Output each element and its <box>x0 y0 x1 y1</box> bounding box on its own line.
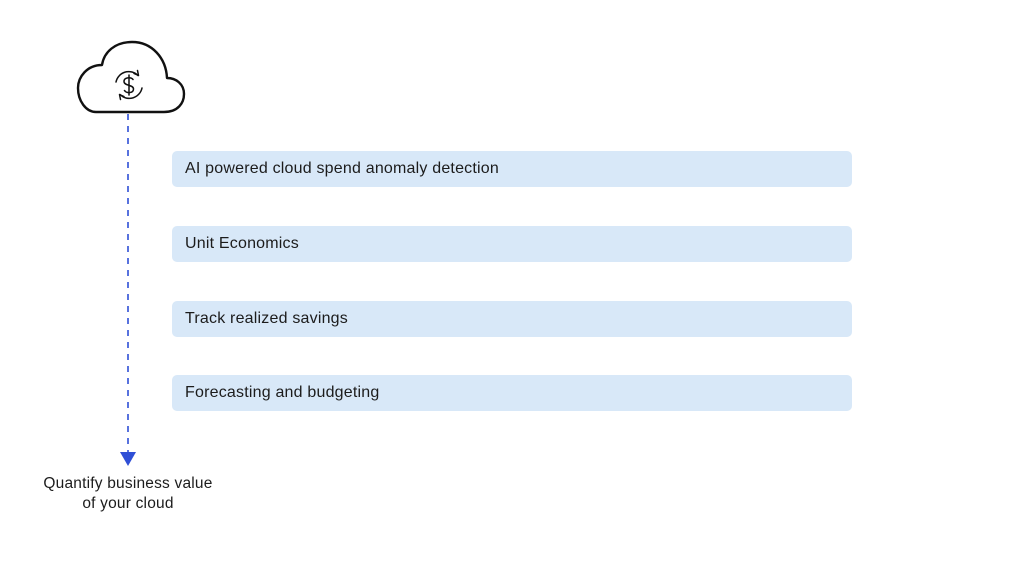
outcome-line-1: Quantify business value <box>43 475 213 492</box>
outcome-label: Quantify business value of your cloud <box>16 474 240 514</box>
feature-item: Forecasting and budgeting <box>172 375 852 411</box>
cloud-dollar-sync-icon <box>76 40 186 114</box>
feature-item: Track realized savings <box>172 301 852 337</box>
feature-item: Unit Economics <box>172 226 852 262</box>
arrow-head-icon <box>120 452 136 466</box>
flow-arrow <box>120 114 136 466</box>
feature-item: AI powered cloud spend anomaly detection <box>172 151 852 187</box>
outcome-line-2: of your cloud <box>82 495 174 512</box>
feature-list: AI powered cloud spend anomaly detection… <box>172 151 852 450</box>
